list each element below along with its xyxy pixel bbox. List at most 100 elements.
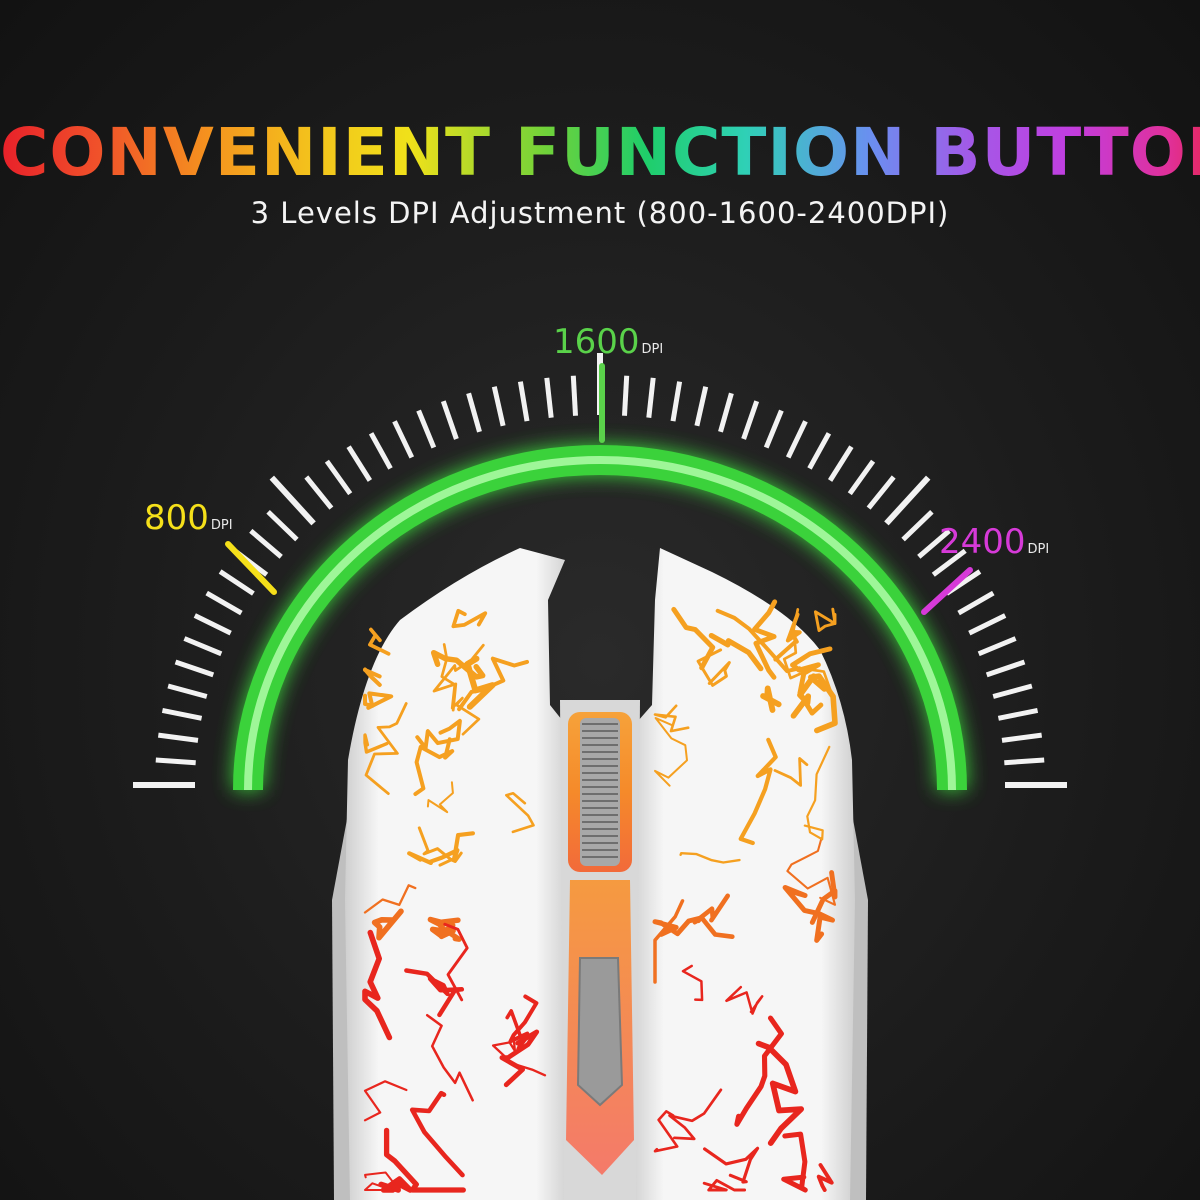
crack-line [782, 885, 835, 943]
crack-line [415, 718, 462, 750]
crack-line [417, 826, 463, 867]
gauge-tick [570, 375, 578, 416]
gauge-tick [917, 528, 951, 559]
crack-line [362, 929, 393, 1041]
crack-line [654, 717, 688, 787]
gauge-ticks [133, 353, 1067, 788]
crack-line [708, 632, 764, 672]
scroll-wheel-ridges [582, 723, 618, 858]
crack-line [809, 870, 838, 925]
gauge-tick [346, 445, 373, 482]
crack-line [790, 673, 817, 719]
crack-line [652, 915, 703, 937]
crack-line [816, 1163, 834, 1192]
crack-line [363, 691, 394, 710]
gauge-tick [416, 409, 437, 449]
crack-line [755, 1040, 805, 1146]
crack-line [782, 608, 832, 691]
gauge-tick [694, 386, 709, 427]
gauge-tick [1004, 757, 1045, 766]
crack-line [443, 922, 469, 1002]
crack-line [425, 1013, 474, 1102]
gauge-tick [622, 375, 630, 416]
gauge-tick [440, 400, 459, 440]
gauge-tick [785, 420, 808, 459]
gauge-tick [718, 392, 734, 433]
crack-line [505, 792, 535, 834]
crack-line [451, 608, 488, 629]
crack-line [427, 916, 461, 938]
crack-line [499, 1029, 540, 1088]
gauge-tick [901, 510, 934, 542]
pointer-2400 [921, 567, 973, 615]
crack-line [653, 704, 690, 733]
crack-line [363, 1080, 408, 1122]
gauge-tick [957, 590, 995, 616]
crack-line [773, 612, 802, 662]
gauge-tick [392, 420, 415, 459]
crack-line [362, 667, 382, 687]
gauge-tick [266, 510, 299, 542]
mouse-right-button [630, 548, 855, 1200]
crack-line [681, 964, 704, 1002]
crack-line [371, 908, 404, 941]
gauge-tick [968, 613, 1007, 636]
subheadline: 3 Levels DPI Adjustment (800-1600-2400DP… [250, 196, 950, 230]
gauge-tick [249, 528, 283, 559]
crack-line [813, 607, 837, 633]
gauge-tick [866, 475, 896, 510]
gauge-tick [368, 432, 393, 470]
gauge-tick [544, 377, 554, 418]
gauge-tick [884, 475, 931, 526]
gauge-tick [931, 548, 967, 577]
crack-line [653, 899, 685, 984]
gauge-tick [997, 707, 1039, 721]
dpi-button[interactable] [576, 957, 624, 1107]
pointer-800 [225, 541, 277, 595]
crack-line [803, 745, 831, 841]
gauge-tick [155, 757, 196, 766]
crack-line [679, 852, 741, 864]
crack-pattern [362, 599, 838, 1193]
gaming-mouse [332, 548, 868, 1200]
crack-line [368, 627, 391, 656]
crack-line [760, 685, 782, 713]
crack-line [773, 757, 809, 787]
crack-line [781, 1131, 808, 1193]
crack-line [363, 884, 417, 914]
gauge-tick [167, 683, 208, 699]
crack-line [440, 643, 481, 736]
crack-line [364, 702, 408, 795]
gauge-tick [304, 475, 334, 510]
gauge-tick [847, 459, 876, 496]
glow-arc [233, 445, 967, 791]
crack-line [457, 656, 529, 712]
gauge-tick [646, 377, 656, 418]
gauge-tick [985, 659, 1026, 678]
gauge-tick [827, 445, 854, 482]
crack-line [364, 1171, 397, 1191]
crack-line [383, 1127, 466, 1193]
crack-line [407, 831, 475, 865]
gauge-tick [741, 400, 760, 440]
crack-line [363, 733, 389, 754]
gauge-tick [807, 432, 832, 470]
gauge-tick [992, 683, 1033, 699]
crack-line [413, 737, 455, 796]
gauge-tick [269, 475, 316, 526]
crack-line [508, 994, 539, 1044]
gauge-tick [218, 569, 255, 596]
gauge-tick [670, 381, 683, 422]
crack-line [752, 599, 778, 680]
crack-line [696, 648, 731, 687]
gauge-tick [174, 659, 215, 678]
gauge-tick [977, 636, 1017, 657]
headline: CONVENIENT FUNCTION BUTTON [0, 108, 1200, 198]
crack-line [725, 985, 764, 1015]
gauge-tick [324, 459, 353, 496]
crack-line [734, 1015, 784, 1127]
